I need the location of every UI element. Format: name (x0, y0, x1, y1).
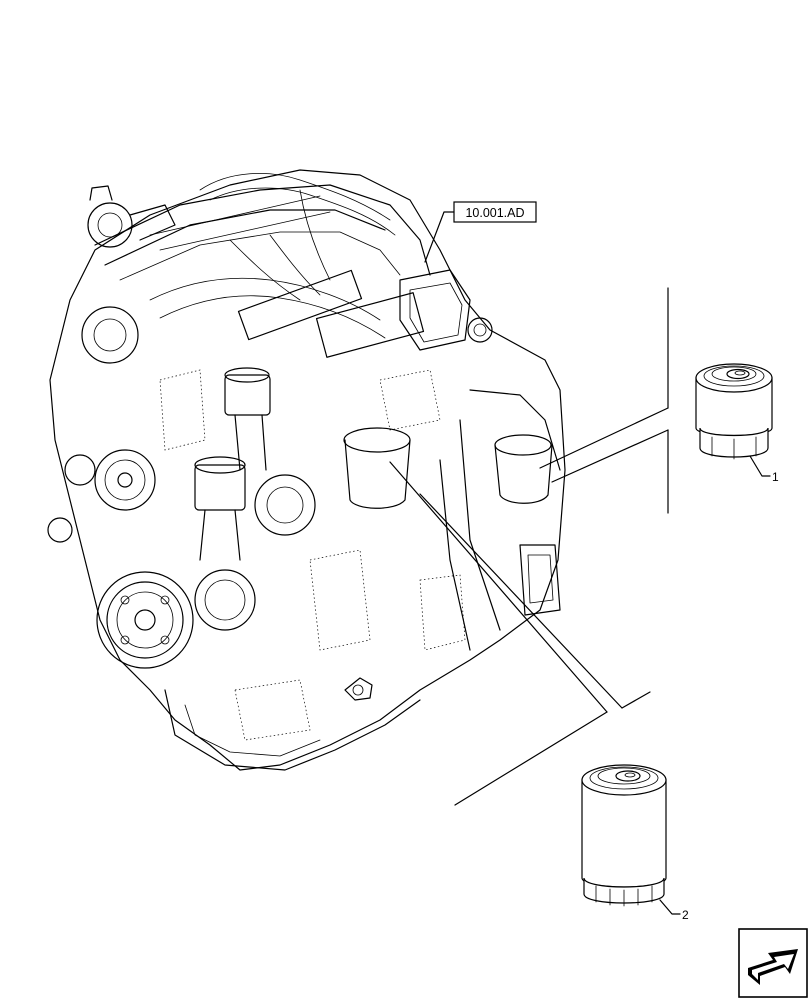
callout-1-leader (749, 455, 771, 477)
callout-2-leader (659, 899, 681, 915)
next-page-arrow-icon[interactable] (738, 928, 808, 998)
callout-2-label: 2 (682, 908, 689, 922)
fuel-filter-part-2 (581, 764, 667, 907)
reference-label-text: 10.001.AD (465, 206, 524, 220)
engine-assembly (47, 169, 566, 771)
explode-bracket-2 (389, 461, 651, 806)
reference-leader-line (424, 211, 455, 263)
callout-1-label: 1 (772, 470, 779, 484)
oil-filter-part-1 (695, 363, 773, 460)
explode-bracket-1 (539, 287, 669, 514)
reference-label[interactable]: 10.001.AD (453, 201, 537, 223)
